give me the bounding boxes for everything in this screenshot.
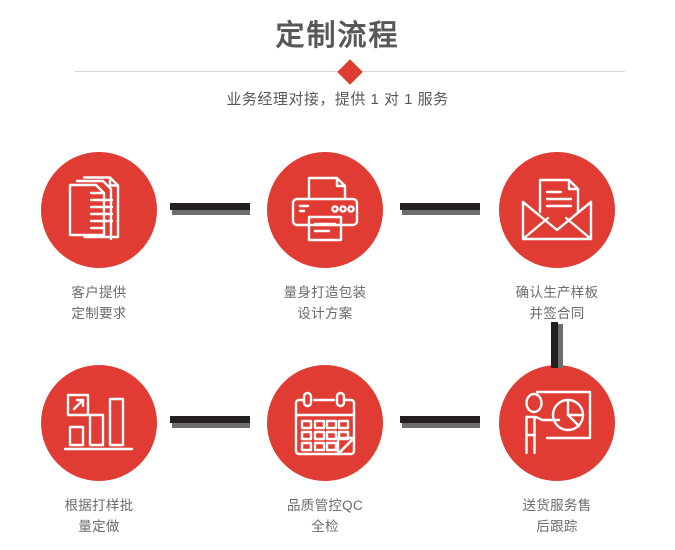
connector-shadow (172, 210, 250, 215)
flow-step-6-label: 送货服务售 后跟踪 (522, 498, 592, 534)
flow-step-2-label: 量身打造包装 设计方案 (283, 285, 367, 321)
connector-step4-step5 (170, 416, 250, 429)
presenter-pie-chart-icon (525, 390, 592, 455)
diamond-marker-icon (337, 59, 363, 85)
flow-step-5[interactable]: 品质管控QC 全检 (250, 365, 400, 537)
connector-bar (170, 416, 250, 423)
connector-shadow (402, 423, 480, 428)
flow-step-1[interactable]: 客户提供 定制要求 (24, 152, 174, 324)
flow-step-4-circle (41, 365, 157, 481)
process-flow-diagram: 客户提供 定制要求 量身打造包装 设计方案 (0, 130, 675, 550)
flow-step-2-circle (267, 152, 383, 268)
flow-step-6-circle (499, 365, 615, 481)
flow-step-1-label: 客户提供 定制要求 (71, 285, 127, 321)
flow-step-6[interactable]: 送货服务售 后跟踪 (482, 365, 632, 537)
connector-shadow (402, 210, 480, 215)
flow-step-4[interactable]: 根据打样批 量定做 (24, 365, 174, 537)
documents-stack-icon (68, 176, 120, 241)
connector-shadow (558, 324, 563, 368)
page-title: 定制流程 (275, 20, 400, 52)
connector-bar (170, 203, 250, 210)
flow-step-5-circle (267, 365, 383, 481)
connector-step2-step3 (400, 203, 480, 216)
connector-shadow (172, 423, 250, 428)
page-subtitle: 业务经理对接，提供 1 对 1 服务 (226, 91, 449, 108)
bar-chart-growth-icon (64, 393, 134, 451)
flow-step-1-circle (41, 152, 157, 268)
connector-bar (400, 203, 480, 210)
connector-bar (551, 322, 558, 368)
connector-bar (400, 416, 480, 423)
printer-icon (291, 176, 359, 242)
flow-step-5-label: 品质管控QC 全检 (286, 498, 364, 534)
connector-step3-step6 (551, 322, 563, 368)
page-header: 定制流程 业务经理对接，提供 1 对 1 服务 (0, 0, 675, 130)
calendar-check-icon (294, 391, 356, 456)
flow-step-3-label: 确认生产样板 并签合同 (515, 285, 599, 321)
connector-step5-step6 (400, 416, 480, 429)
flow-step-4-label: 根据打样批 量定做 (64, 498, 134, 534)
flow-step-3-circle (499, 152, 615, 268)
flow-step-3[interactable]: 确认生产样板 并签合同 (482, 152, 632, 324)
connector-step1-step2 (170, 203, 250, 216)
flow-step-2[interactable]: 量身打造包装 设计方案 (250, 152, 400, 324)
envelope-document-icon (521, 178, 593, 241)
title-divider (75, 59, 625, 85)
